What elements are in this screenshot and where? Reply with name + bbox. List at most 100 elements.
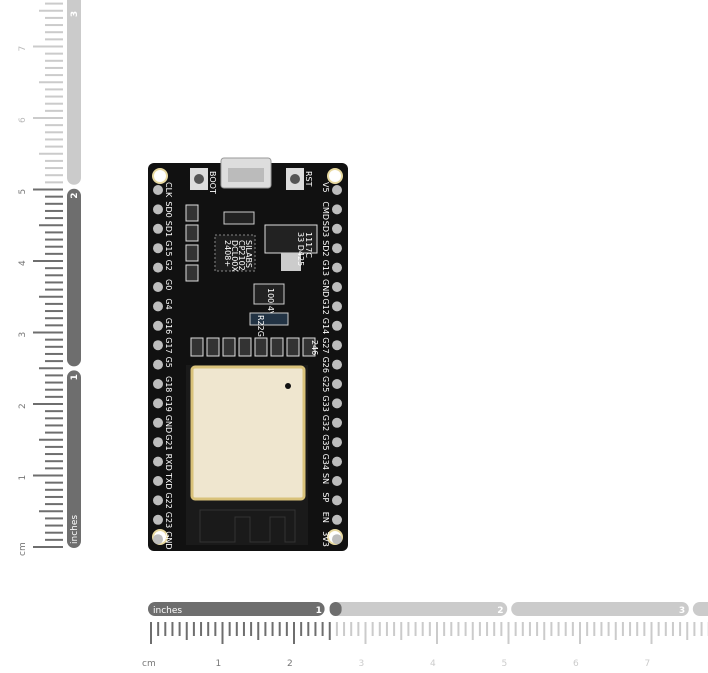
regulator-marking: 1117C [304, 232, 313, 258]
pin-header [332, 398, 342, 409]
chip-marking: DCL00X [230, 240, 239, 272]
inch-tick-label: 1 [316, 606, 322, 616]
cm-tick-label: 4 [430, 659, 436, 669]
left-pin-label: SD0 [164, 201, 173, 217]
v-ruler-tick [45, 374, 63, 377]
pin-header [153, 437, 163, 448]
v-ruler-tick [45, 488, 63, 491]
v-cm-tick-label: 6 [18, 117, 28, 123]
v-cm-tick-label: 7 [18, 46, 28, 52]
v-ruler-tick [45, 381, 63, 384]
v-cm-tick-label: 2 [18, 403, 28, 409]
ruler-tick [250, 622, 253, 636]
ruler-tick [314, 622, 317, 636]
pin-header [332, 223, 342, 234]
pin-header [332, 185, 342, 195]
esp32-module-shield [190, 365, 306, 501]
pin-header [332, 476, 342, 486]
pin-header [153, 379, 163, 389]
ruler-tick [507, 622, 510, 644]
v-ruler-tick [45, 145, 63, 148]
ruler-tick [428, 622, 431, 636]
ruler-tick [235, 622, 238, 636]
ruler-tick [164, 622, 167, 636]
ruler-tick [407, 622, 410, 636]
right-pin-label: G35 [321, 434, 330, 450]
inductor [253, 283, 285, 305]
cm-tick-label: 3 [359, 659, 365, 669]
v-ruler-tick [45, 181, 63, 184]
pin-header [332, 495, 342, 506]
pin-header [153, 243, 163, 254]
ruler-tick [364, 622, 367, 644]
v-ruler-tick [45, 338, 63, 341]
inch-bar-2-dark-cap [329, 602, 342, 616]
v-ruler-tick [33, 45, 63, 48]
ruler-tick [543, 622, 546, 640]
cm-tick-label: 5 [502, 659, 508, 669]
ruler-tick [207, 622, 210, 636]
chip-marking: SILABS [244, 240, 253, 268]
ruler-tick [607, 622, 610, 636]
v-ruler-tick [45, 281, 63, 284]
ruler-tick [521, 622, 524, 636]
module-pin1-dot [285, 383, 291, 389]
usb-uart-chip [214, 234, 256, 272]
v-cm-label: cm [18, 542, 28, 556]
ruler-tick [400, 622, 403, 640]
right-pin-label: SP [321, 492, 330, 502]
pin-header [332, 204, 342, 215]
inches-label: inches [153, 606, 182, 616]
cm-tick-label: 1 [216, 659, 222, 669]
v-ruler-tick [45, 324, 63, 327]
left-pin-label: G4 [164, 298, 173, 309]
v-ruler-tick [45, 131, 63, 134]
v-ruler-tick [33, 474, 63, 477]
v-inch-bar-1 [67, 370, 81, 548]
inch-bar-4 [692, 602, 708, 616]
v-ruler-tick [45, 16, 63, 19]
v-ruler-tick [45, 217, 63, 220]
ruler-tick [343, 622, 346, 636]
inch-tick-label: 3 [679, 606, 685, 616]
ruler-tick [686, 622, 689, 640]
usb-port-opening [228, 168, 264, 182]
v-inch-tick-label: 2 [70, 193, 80, 199]
smd-resistor [206, 337, 220, 357]
ruler-tick [171, 622, 174, 636]
v-ruler-tick [45, 102, 63, 105]
ruler-tick [228, 622, 231, 636]
pin-header [332, 301, 342, 312]
pin-header [153, 476, 163, 486]
v-ruler-tick [33, 260, 63, 262]
ruler-tick [214, 622, 217, 636]
ruler-tick [700, 622, 703, 636]
right-pin-label: V5 [321, 182, 330, 193]
v-ruler-tick [45, 302, 63, 305]
right-pin-label: GND [321, 279, 330, 297]
left-pin-label: G5 [164, 357, 173, 368]
inch-tick-label: 2 [497, 606, 503, 616]
left-pin-label: TXD [164, 472, 173, 490]
pin-header [153, 417, 163, 428]
pin-header [332, 437, 342, 448]
v-ruler-tick [39, 367, 63, 370]
right-pin-label: EN [321, 512, 330, 523]
right-pin-label: SD2 [321, 240, 330, 256]
v-ruler-tick [45, 288, 63, 291]
ruler-tick [271, 622, 274, 636]
ruler-tick [335, 622, 338, 636]
v-inch-tick-label: 3 [70, 11, 80, 17]
v-ruler-tick [39, 438, 63, 441]
v-cm-tick-label: 3 [18, 332, 28, 338]
v-ruler-tick [45, 74, 63, 77]
pin-header [153, 301, 163, 312]
left-pin-label: G17 [164, 337, 173, 353]
v-ruler-tick [45, 431, 63, 434]
smd-resistor [270, 337, 284, 357]
v-ruler-tick [45, 274, 63, 277]
ruler-tick [614, 622, 617, 640]
pin-header [332, 320, 342, 331]
left-pin-label: RXD [164, 454, 173, 471]
